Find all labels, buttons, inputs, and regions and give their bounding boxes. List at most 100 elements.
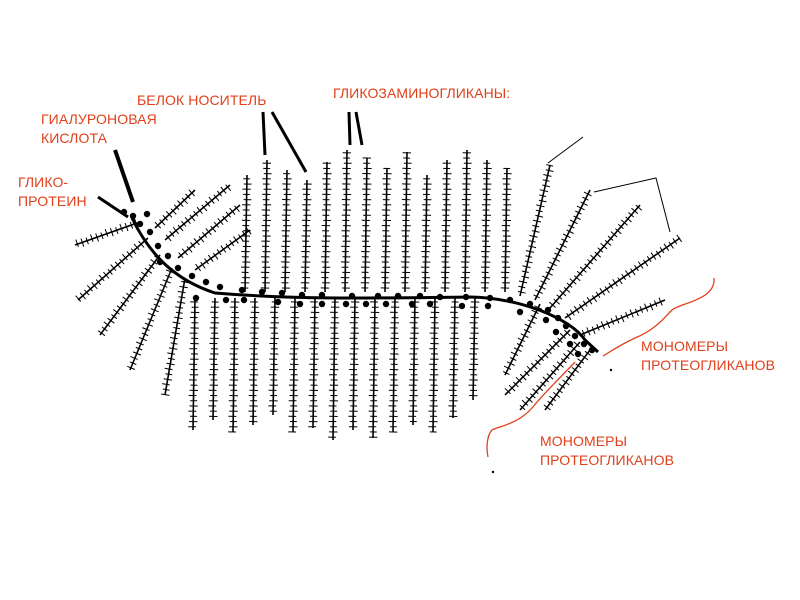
- link-protein-dot: [408, 300, 416, 308]
- proteoglycan-monomer: [328, 297, 340, 441]
- link-protein-dot: [542, 316, 550, 324]
- link-protein-dot: [462, 293, 470, 301]
- proteoglycan-monomer: [480, 159, 492, 293]
- proteoglycan-monomer: [288, 297, 300, 433]
- link-protein-dot: [216, 283, 224, 291]
- glycoprotein-label-line2: ПРОТЕИН: [18, 193, 87, 209]
- link-protein-dot: [318, 291, 326, 299]
- proteoglycan-monomer: [194, 227, 252, 272]
- link-protein-dot: [240, 296, 248, 304]
- proteoglycan-monomer: [448, 297, 460, 419]
- link-protein-dot: [436, 293, 444, 301]
- proteoglycan-monomers: [74, 149, 683, 441]
- link-protein-dot: [278, 289, 286, 297]
- glycoprotein-pointer: [97, 195, 129, 219]
- proteoglycan-monomer: [460, 149, 472, 293]
- monomers-bottom-label-line2: ПРОТЕОГЛИКАНОВ: [540, 452, 675, 468]
- link-protein-dot: [274, 298, 282, 306]
- glycoprotein-label: ГЛИКО- ПРОТЕИН: [18, 173, 87, 211]
- proteoglycan-monomer: [260, 159, 272, 293]
- hyaluronic-acid-label-line2: КИСЛОТА: [41, 130, 108, 146]
- monomer-braces: [486, 277, 715, 474]
- glycoprotein-label-line1: ГЛИКО-: [18, 174, 69, 190]
- link-protein-dot: [362, 300, 370, 308]
- link-glycoprotein-dots: [120, 208, 596, 358]
- link-protein-dot: [562, 322, 570, 330]
- proteoglycan-monomer: [579, 297, 666, 337]
- proteoglycan-monomer: [400, 151, 412, 293]
- monomers-bottom-label: МОНОМЕРЫ ПРОТЕОГЛИКАНОВ: [540, 432, 674, 470]
- proteoglycan-monomer: [97, 254, 162, 337]
- gag-pointer-left: [347, 111, 352, 146]
- proteoglycan-monomer: [177, 204, 241, 259]
- link-protein-dot: [192, 294, 200, 302]
- proteoglycan-monomer: [502, 303, 543, 376]
- gag-thin-pointer-1: [547, 136, 584, 164]
- link-protein-dot: [146, 228, 154, 236]
- link-protein-dot: [458, 302, 466, 310]
- link-protein-dot: [552, 328, 560, 336]
- link-protein-dot: [574, 350, 582, 358]
- link-protein-dot: [580, 340, 588, 348]
- proteoglycan-monomer: [300, 179, 312, 293]
- link-protein-dot: [486, 294, 494, 302]
- link-protein-dot: [566, 340, 574, 348]
- link-protein-dot: [188, 272, 196, 280]
- proteoglycan-monomer: [500, 167, 512, 293]
- link-protein-dot: [374, 292, 382, 300]
- proteoglycan-monomer: [468, 297, 480, 401]
- proteoglycan-monomer: [408, 297, 420, 426]
- label-pointer-lines: [97, 111, 671, 233]
- link-protein-dot: [298, 291, 306, 299]
- hyaluronic-pointer: [113, 149, 135, 203]
- link-protein-dot: [238, 286, 246, 294]
- proteoglycan-monomer: [543, 349, 591, 411]
- link-protein-dot: [154, 242, 162, 250]
- link-protein-dot: [506, 296, 514, 304]
- link-protein-dot: [174, 264, 182, 272]
- brace-dot-bottom: [491, 470, 495, 474]
- proteoglycan-monomer: [308, 297, 320, 429]
- proteoglycan-monomer: [388, 297, 400, 433]
- proteoglycan-monomer: [154, 189, 196, 229]
- link-protein-dot: [143, 210, 151, 218]
- link-protein-dot: [318, 300, 326, 308]
- monomers-right-label-line2: ПРОТЕОГЛИКАНОВ: [641, 357, 776, 373]
- link-protein-dot: [526, 300, 534, 308]
- link-protein-dot: [484, 302, 492, 310]
- link-protein-dot: [258, 288, 266, 296]
- proteoglycan-monomer: [188, 297, 200, 431]
- proteoglycan-monomer: [340, 149, 352, 293]
- proteoglycan-monomer: [380, 167, 392, 293]
- link-protein-dot: [516, 308, 524, 316]
- link-protein-dot: [164, 252, 172, 260]
- link-protein-dot: [382, 300, 390, 308]
- proteoglycan-monomer: [533, 189, 592, 301]
- link-protein-dot: [342, 300, 350, 308]
- proteoglycan-monomer: [548, 204, 643, 309]
- proteoglycan-monomer: [127, 267, 174, 371]
- proteoglycan-monomer: [248, 297, 260, 426]
- monomers-bottom-label-line1: МОНОМЕРЫ: [540, 433, 628, 449]
- proteoglycan-monomer: [280, 169, 292, 293]
- gag-thin-pointer-2: [593, 177, 671, 233]
- link-protein-dot: [202, 278, 210, 286]
- gag-pointer-right: [354, 111, 364, 146]
- monomers-right-label-line1: МОНОМЕРЫ: [641, 338, 729, 354]
- proteoglycan-monomer: [428, 297, 440, 433]
- link-protein-dot: [136, 220, 144, 228]
- proteoglycan-monomer: [564, 234, 683, 320]
- proteoglycan-monomer: [519, 341, 581, 411]
- proteoglycan-monomer: [504, 329, 571, 396]
- link-protein-dot: [129, 212, 137, 220]
- hyaluronic-acid-label: ГИАЛУРОНОВАЯ КИСЛОТА: [41, 110, 157, 148]
- proteoglycan-monomer: [368, 297, 380, 439]
- carrier-protein-pointer-right: [270, 111, 308, 173]
- proteoglycan-monomer: [517, 164, 554, 297]
- link-protein-dot: [222, 296, 230, 304]
- proteoglycan-monomer: [320, 161, 332, 293]
- link-protein-dot: [588, 346, 596, 354]
- link-protein-dot: [426, 300, 434, 308]
